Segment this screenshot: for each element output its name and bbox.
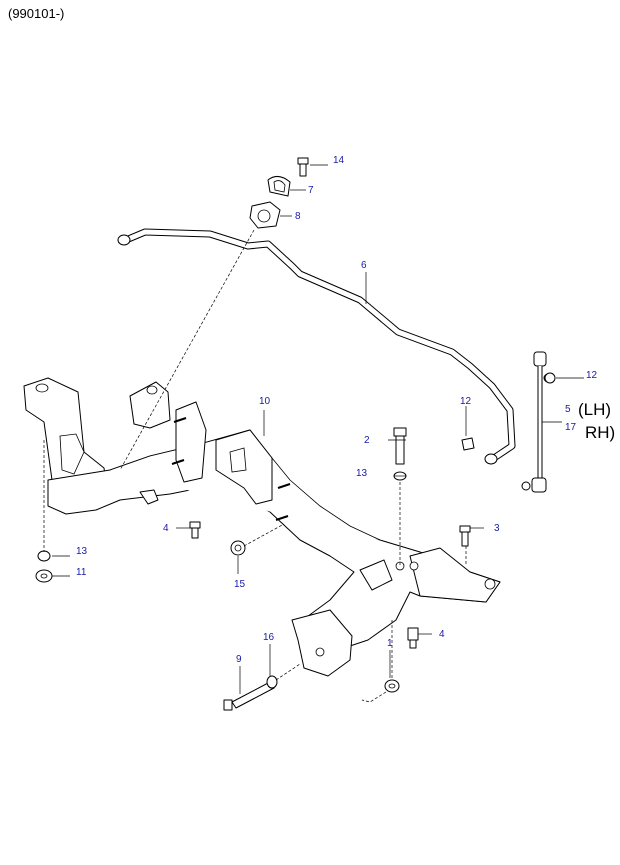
diagram-code-label: (990101-) [8,6,65,21]
label-rh: RH) [585,423,615,442]
callout-10: 10 [259,396,271,407]
label-lh: (LH) [578,400,611,419]
washer-15 [230,540,246,556]
nut-12-upper [544,372,556,384]
callout-15: 15 [234,579,246,590]
callout-12-upper: 12 [586,370,598,381]
callout-11: 11 [76,567,87,578]
callout-14: 14 [333,155,345,166]
callout-17: 17 [565,422,577,433]
nut-11 [35,569,53,583]
callout-13-upper: 13 [356,468,368,479]
washer-16 [266,675,278,689]
callout-1: 1 [387,638,393,649]
callout-6: 6 [361,260,367,271]
callout-13-lower: 13 [76,546,88,557]
nut-13-lower [37,550,51,562]
callout-2: 2 [364,435,370,446]
stabilizer-bar [117,228,516,465]
callout-9: 9 [236,654,242,665]
callout-7: 7 [308,185,314,196]
callout-3: 3 [494,523,500,534]
nut-1 [384,679,400,693]
crossmember [23,377,501,677]
bracket-bolt [297,157,309,177]
bolt-3 [459,525,471,547]
bolt-4-right [407,627,419,649]
bolt-4-left [189,521,201,539]
callout-4-left: 4 [163,523,169,534]
nut-12-lower [461,437,475,451]
callout-5: 5 [565,404,571,415]
callout-16: 16 [263,632,275,643]
stabilizer-bushing [249,201,281,229]
callout-8: 8 [295,211,301,222]
callout-4-right: 4 [439,629,445,640]
stabilizer-bracket [267,176,291,197]
bolt-2 [393,427,407,465]
bolt-9 [223,681,275,711]
callout-12-lower: 12 [460,396,472,407]
